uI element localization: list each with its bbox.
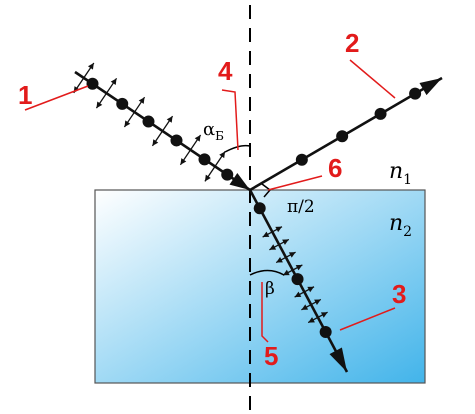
polarization-arrow-head	[269, 244, 277, 250]
polarization-dot	[221, 168, 234, 181]
polarization-arrow-tail	[282, 239, 289, 245]
polarization-dot	[374, 107, 387, 120]
polarization-dot	[295, 153, 308, 166]
leader-5	[261, 282, 269, 343]
polarization-arrow-tail	[288, 252, 296, 258]
polarization-dot	[409, 87, 422, 100]
brewster-angle-arc	[224, 144, 251, 153]
polarization-dot	[142, 115, 155, 128]
polarization-arrow-head	[96, 101, 103, 109]
brewster-angle-label: αБ	[203, 119, 224, 143]
polarization-arrow-head	[301, 304, 309, 310]
label-5: 5	[264, 341, 278, 371]
label-ray-3: 3	[392, 279, 406, 309]
leader-3	[339, 307, 396, 331]
polarization-dot	[319, 325, 332, 338]
polarization-arrow-tail	[110, 78, 117, 85]
glass-block	[94, 189, 426, 384]
leader-1	[24, 85, 89, 111]
polarization-arrow-head	[262, 231, 270, 238]
polarization-arrow-head	[124, 120, 131, 128]
leader-4	[221, 89, 239, 151]
label-6: 6	[328, 153, 342, 183]
label-4: 4	[218, 56, 233, 86]
polarization-dot	[116, 97, 129, 110]
polarization-arrow-head	[180, 158, 187, 165]
polarization-arrow-tail	[320, 312, 328, 318]
refracted-ray-arrow	[329, 347, 347, 372]
polarization-dot	[253, 202, 266, 215]
polarization-arrow	[151, 115, 174, 147]
right-angle-label: π/2	[287, 197, 315, 217]
polarization-arrow-head	[204, 174, 211, 182]
polarization-dot	[170, 134, 183, 147]
n2-label: n2	[389, 211, 412, 240]
polarization-arrow-head	[308, 317, 315, 323]
polarization-arrow-tail	[295, 264, 303, 271]
n1-label: n1	[389, 159, 412, 188]
incident-ray-arrow	[229, 173, 250, 190]
polarization-arrow-head	[282, 269, 290, 276]
polarization-arrow-tail	[307, 286, 315, 293]
refracted-ray	[248, 189, 349, 373]
polarization-arrow-tail	[219, 151, 226, 159]
polarization-dot	[336, 130, 349, 143]
polarization-arrow-head	[276, 257, 283, 263]
polarization-arrow-tail	[166, 116, 173, 123]
leader-6	[267, 175, 323, 191]
label-ray-1: 1	[18, 80, 32, 110]
beta-label: β	[265, 279, 275, 299]
incident-ray	[73, 62, 251, 192]
label-ray-2: 2	[345, 28, 359, 58]
polarization-arrow-head	[152, 139, 159, 146]
polarization-arrow-tail	[275, 226, 283, 233]
polarization-dot	[198, 153, 211, 166]
reflected-ray	[249, 76, 443, 192]
polarization-arrow-tail	[87, 62, 94, 70]
polarization-arrow-tail	[194, 134, 201, 142]
leader-2	[349, 59, 396, 99]
beta-angle-arc	[249, 269, 285, 276]
polarization-arrow-tail	[138, 97, 145, 104]
polarization-arrow-tail	[314, 299, 321, 305]
polarization-dot	[291, 273, 304, 286]
reflected-ray-arrow	[419, 78, 442, 96]
polarization-arrow-head	[294, 291, 302, 298]
polarization-dot	[86, 77, 99, 90]
